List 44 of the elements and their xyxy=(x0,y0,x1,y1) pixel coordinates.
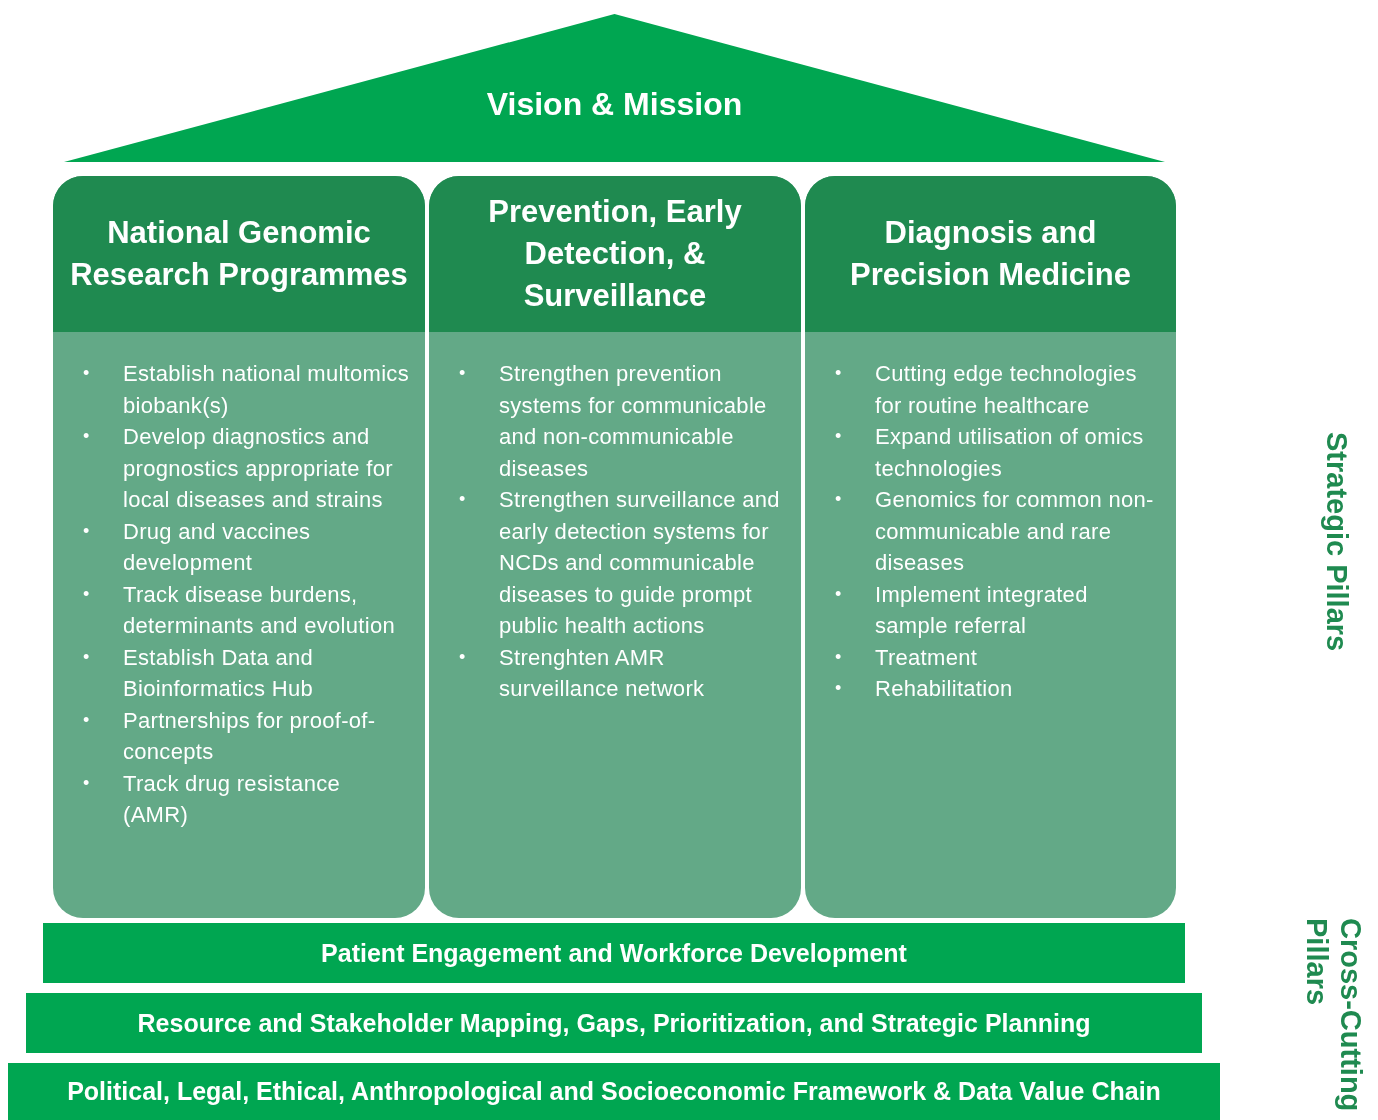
pillar-heading: Prevention, Early Detection, & Surveillance xyxy=(429,176,801,332)
list-bullet: • xyxy=(835,362,843,385)
list-bullet: • xyxy=(835,488,843,511)
bullet-point: Implement integrated sample referral xyxy=(875,580,1089,640)
list-bullet: • xyxy=(83,425,91,448)
bullet-point: Genomics for common non-communicable and rare diseases xyxy=(875,486,1155,577)
pillar-card xyxy=(429,176,801,918)
list-bullet: • xyxy=(83,582,91,606)
list-bullet: • xyxy=(835,677,843,700)
list-bullet: • xyxy=(835,425,843,448)
pillar-card xyxy=(53,176,425,918)
cross-cutting-band: Political, Legal, Ethical, Anthropological and Socioeconomic Framework & Data Value Chain xyxy=(8,1063,1220,1120)
pillar-heading: National Genomic Research Programmes xyxy=(53,176,425,332)
list-bullet: • xyxy=(83,645,91,669)
pillar-heading: Diagnosis and Precision Medicine xyxy=(805,176,1176,332)
bullet-point: Track disease burdens, determinants and evolution xyxy=(123,580,396,640)
pillar-card xyxy=(805,176,1176,918)
bullet-point: Strengthen surveillance and early detection systems for NCDs and communicable diseases to guide prompt public health actions xyxy=(499,486,781,640)
bullet-point: Expand utilisation of omics technologies xyxy=(875,423,1145,483)
list-bullet: • xyxy=(83,708,91,732)
bullet-point: Strengthen prevention systems for communicable and non-communicable diseases xyxy=(499,360,768,483)
bullet-point: Partnerships for proof-of-concepts xyxy=(123,706,377,766)
bullet-point: Establish Data and Bioinformatics Hub xyxy=(123,643,315,703)
bullet-point: Rehabilitation xyxy=(875,675,1014,703)
list-bullet: • xyxy=(83,362,91,385)
list-bullet: • xyxy=(459,645,467,669)
list-bullet: • xyxy=(459,362,467,385)
side-label: Cross-Cutting Pillars xyxy=(1300,918,1368,1114)
list-bullet: • xyxy=(835,582,843,606)
bullet-point: Track drug resistance (AMR) xyxy=(123,769,341,829)
cross-cutting-band: Resource and Stakeholder Mapping, Gaps, Prioritization, and Strategic Planning xyxy=(26,993,1202,1053)
list-bullet: • xyxy=(459,488,467,511)
roof-title: Vision & Mission xyxy=(485,86,744,123)
bullet-point: Treatment xyxy=(875,643,979,672)
bullet-point: Strenghten AMR surveillance network xyxy=(499,643,706,703)
bullet-point: Establish national multomics biobank(s) xyxy=(123,360,410,420)
cross-cutting-band: Patient Engagement and Workforce Development xyxy=(43,923,1185,983)
side-label: Strategic Pillars xyxy=(1320,432,1354,654)
list-bullet: • xyxy=(83,771,91,795)
list-bullet: • xyxy=(835,645,843,669)
bullet-point: Develop diagnostics and prognostics appropriate for local diseases and strains xyxy=(123,423,394,514)
bullet-point: Drug and vaccines development xyxy=(123,517,312,577)
bullet-point: Cutting edge technologies for routine healthcare xyxy=(875,360,1138,420)
list-bullet: • xyxy=(83,519,91,543)
